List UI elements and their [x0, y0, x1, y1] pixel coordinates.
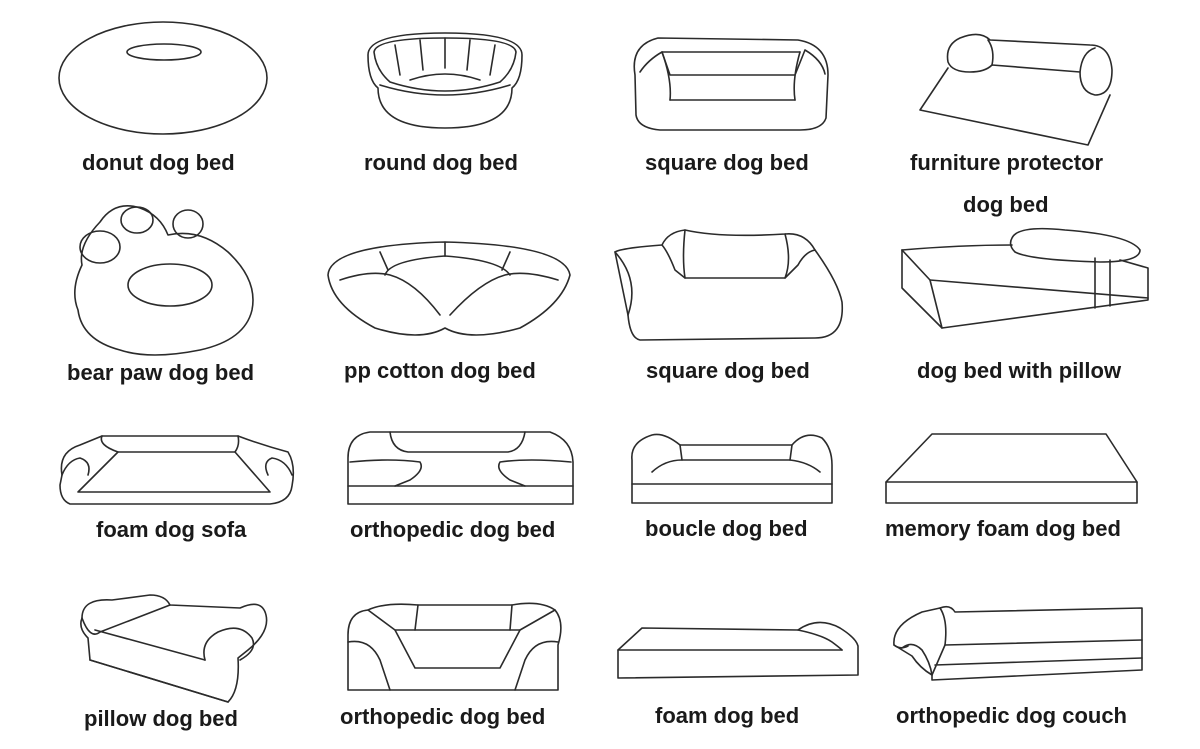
foam-dog-sofa-label: foam dog sofa — [96, 517, 247, 542]
orthopedic-dog-couch-drawing — [893, 605, 1143, 681]
square-dog-bed-drawing-1 — [633, 37, 829, 131]
bear-paw-dog-bed-item: bear paw dog bed — [0, 190, 300, 390]
furniture-protector-label-line1: furniture protector — [910, 150, 1104, 175]
square-dog-bed-label-2: square dog bed — [646, 358, 810, 383]
furniture-protector-dog-bed-item: furniture protector dog bed — [900, 0, 1200, 230]
foam-dog-bed-item: foam dog bed — [600, 550, 900, 749]
pillow-dog-bed-label: pillow dog bed — [84, 706, 238, 731]
dog-bed-with-pillow-drawing — [901, 227, 1149, 329]
donut-dog-bed-drawing — [58, 21, 268, 135]
foam-dog-bed-drawing — [617, 621, 859, 679]
pillow-dog-bed-item: pillow dog bed — [0, 550, 300, 749]
pillow-dog-bed-drawing — [80, 594, 268, 703]
orthopedic-dog-bed-label-1: orthopedic dog bed — [350, 517, 556, 542]
foam-dog-sofa-drawing — [59, 435, 295, 505]
pp-cotton-dog-bed-item: pp cotton dog bed — [300, 190, 600, 390]
round-dog-bed-item: round dog bed — [300, 0, 600, 190]
bear-paw-dog-bed-drawing — [74, 205, 254, 356]
orthopedic-dog-bed-item-2: orthopedic dog bed — [300, 550, 600, 749]
square-dog-bed-drawing-2 — [614, 229, 844, 341]
orthopedic-dog-bed-drawing-1 — [347, 431, 574, 505]
furniture-protector-dog-bed-drawing — [919, 33, 1113, 146]
foam-dog-sofa-item: foam dog sofa — [0, 390, 300, 550]
orthopedic-dog-bed-drawing-2 — [347, 602, 562, 691]
donut-dog-bed-label: donut dog bed — [82, 150, 235, 175]
boucle-dog-bed-drawing — [631, 433, 833, 504]
boucle-dog-bed-item: boucle dog bed — [600, 390, 900, 550]
furniture-protector-label-line2: dog bed — [963, 192, 1049, 217]
dog-bed-with-pillow-label: dog bed with pillow — [917, 358, 1122, 383]
pp-cotton-dog-bed-label: pp cotton dog bed — [344, 358, 536, 383]
round-dog-bed-label: round dog bed — [364, 150, 518, 175]
round-dog-bed-drawing — [367, 32, 523, 129]
square-dog-bed-item-1: square dog bed — [600, 0, 900, 190]
orthopedic-dog-couch-label: orthopedic dog couch — [896, 703, 1127, 728]
orthopedic-dog-bed-item-1: orthopedic dog bed — [300, 390, 600, 550]
square-dog-bed-label-1: square dog bed — [645, 150, 809, 175]
memory-foam-dog-bed-drawing — [885, 433, 1138, 504]
memory-foam-dog-bed-label: memory foam dog bed — [885, 516, 1121, 541]
orthopedic-dog-bed-label-2: orthopedic dog bed — [340, 704, 546, 729]
pp-cotton-dog-bed-drawing — [327, 241, 571, 336]
foam-dog-bed-label: foam dog bed — [655, 703, 800, 728]
dog-bed-with-pillow-item: dog bed with pillow — [900, 190, 1200, 390]
orthopedic-dog-couch-item: orthopedic dog couch — [893, 550, 1200, 749]
donut-dog-bed-item: donut dog bed — [0, 0, 300, 190]
memory-foam-dog-bed-item: memory foam dog bed — [885, 390, 1200, 550]
bear-paw-dog-bed-label: bear paw dog bed — [67, 360, 255, 385]
square-dog-bed-item-2: square dog bed — [600, 190, 900, 390]
boucle-dog-bed-label: boucle dog bed — [645, 516, 808, 541]
